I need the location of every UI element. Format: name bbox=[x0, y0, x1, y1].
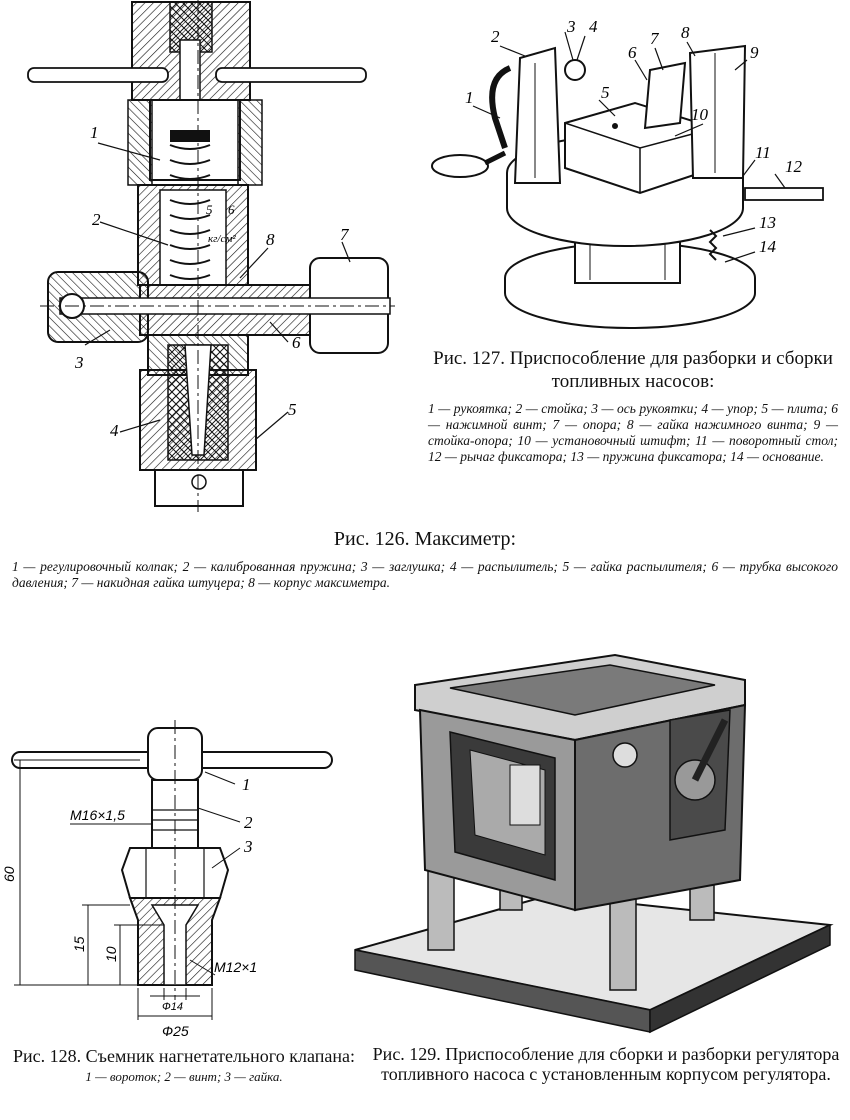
fig129-caption: Рис. 129. Приспособление для сборки и ра… bbox=[372, 1044, 840, 1084]
fig126-drawing: 1 2 3 4 5 6 7 8 5 6 кг/см² bbox=[20, 0, 400, 520]
fig128-dim-d14: Ф14 bbox=[162, 1001, 183, 1013]
fig127-title: Рис. 127. Приспособление для разборки и … bbox=[433, 348, 833, 392]
fig128-caption: Рис. 128. Съемник нагнетательного клапан… bbox=[8, 1046, 360, 1085]
fig127-label-10: 10 bbox=[691, 105, 709, 124]
fig126-label-5: 5 bbox=[288, 400, 297, 419]
fig128-drawing: 1 2 3 M16×1,5 60 15 10 M12×1 Ф14 Ф25 bbox=[0, 720, 360, 1040]
fig127-label-5: 5 bbox=[601, 83, 610, 102]
fig126-label-7: 7 bbox=[340, 225, 350, 244]
fig127-label-7: 7 bbox=[650, 29, 660, 48]
fig128-dim-m12: M12×1 bbox=[214, 959, 257, 975]
fig129-title: Рис. 129. Приспособление для сборки и ра… bbox=[372, 1044, 840, 1084]
fig126-scale-5: 5 bbox=[206, 202, 213, 217]
fig127-label-1: 1 bbox=[465, 88, 474, 107]
fig128-label-3: 3 bbox=[243, 837, 253, 856]
fig128-dim-m16: M16×1,5 bbox=[70, 807, 125, 823]
fig128-dim-15: 15 bbox=[71, 936, 87, 952]
fig127-label-3: 3 bbox=[566, 17, 576, 36]
fig127-label-8: 8 bbox=[681, 23, 690, 42]
fig127-label-12: 12 bbox=[785, 157, 803, 176]
fig126-label-2: 2 bbox=[92, 210, 101, 229]
fig127-drawing: 1 2 3 4 5 6 7 8 9 10 11 12 13 14 bbox=[425, 8, 845, 338]
fig128-dim-10: 10 bbox=[103, 946, 119, 962]
fig127-label-4: 4 bbox=[589, 17, 598, 36]
fig127-label-9: 9 bbox=[750, 43, 759, 62]
fig128-dim-60: 60 bbox=[1, 866, 17, 882]
fig126-label-3: 3 bbox=[74, 353, 84, 372]
fig126-label-4: 4 bbox=[110, 421, 119, 440]
fig126-label-6: 6 bbox=[292, 333, 301, 352]
fig126-label-8: 8 bbox=[266, 230, 275, 249]
fig128-label-2: 2 bbox=[244, 813, 253, 832]
fig126-legend: 1 — регулировочный колпак; 2 — калиброва… bbox=[12, 559, 838, 590]
fig126-caption: Рис. 126. Максиметр: 1 — регулировочный … bbox=[12, 528, 838, 591]
fig128-title: Рис. 128. Съемник нагнетательного клапан… bbox=[13, 1046, 355, 1066]
fig127-label-13: 13 bbox=[759, 213, 776, 232]
fig126-scale-6: 6 bbox=[228, 202, 235, 217]
fig127-label-2: 2 bbox=[491, 27, 500, 46]
fig128-dim-d25: Ф25 bbox=[162, 1023, 189, 1039]
fig126-title: Рис. 126. Максиметр: bbox=[333, 528, 517, 550]
fig127-label-14: 14 bbox=[759, 237, 777, 256]
fig128-label-1: 1 bbox=[242, 775, 251, 794]
fig127-legend: 1 — рукоятка; 2 — стойка; 3 — ось рукоят… bbox=[428, 401, 838, 464]
fig126-scale-unit: кг/см² bbox=[208, 233, 236, 245]
fig127-label-6: 6 bbox=[628, 43, 637, 62]
fig129-drawing bbox=[350, 640, 845, 1040]
fig127-label-11: 11 bbox=[755, 143, 771, 162]
fig126-label-1: 1 bbox=[90, 123, 99, 142]
fig128-legend: 1 — вороток; 2 — винт; 3 — гайка. bbox=[85, 1069, 283, 1084]
fig127-caption: Рис. 127. Приспособление для разборки и … bbox=[428, 347, 838, 465]
